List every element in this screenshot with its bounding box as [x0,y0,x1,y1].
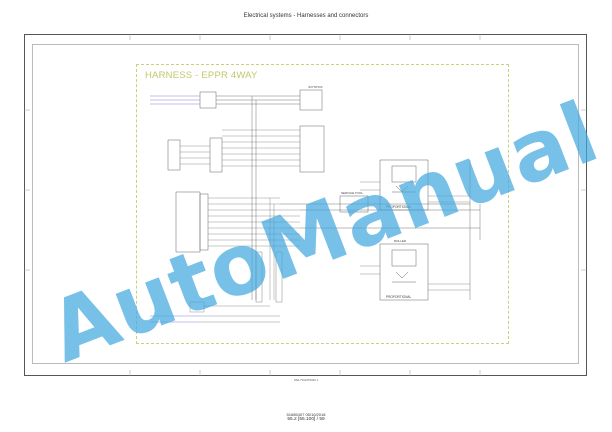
wires-bottom [189,301,280,323]
label-service-tool: SERVICE TOOL [341,191,363,195]
connector-bottom-left [150,315,200,323]
connector-group-top-left [150,95,200,105]
footer-page-number: 55.2 [55.100] / 59 [287,417,325,422]
wires-joystick [208,197,300,300]
wires-proportional-2 [360,265,470,291]
connector-top-right [299,89,323,111]
connector-middle-right [299,125,325,173]
page-header-title: Electrical systems - Harnesses and conne… [243,13,369,19]
sheet-reference: SS4-7012175443 1 [293,378,319,382]
page-footer: 51665407 05/10/2018 55.2 [55.100] / 59 [0,412,612,422]
sheet-ticks [24,34,587,376]
connector-block-top-left [199,91,217,109]
drawing-sheet-border [24,34,587,376]
label-joystick: JOYSTICK [308,85,323,89]
wires-middle [180,129,300,167]
harness-frame [136,64,509,344]
proportional-valve-1 [379,159,429,211]
footer-doc-id: 51665407 05/10/2018 [286,412,326,417]
wires-proportional-1 [360,181,470,203]
label-proportional-2: PROPORTIONAL [386,295,411,299]
joystick-connector [175,191,209,253]
drawing-sheet-inner-border [32,44,579,364]
proportional-valve-2 [379,243,429,301]
connector-middle-left [167,137,223,173]
harness-title: HARNESS - EPPR 4WAY [145,70,258,81]
label-proportional-1: PROPORTIONAL [386,205,411,209]
vertical-harness-tags [255,251,283,303]
service-tool-connector [339,195,369,213]
label-roller: ROLLER [394,239,407,243]
